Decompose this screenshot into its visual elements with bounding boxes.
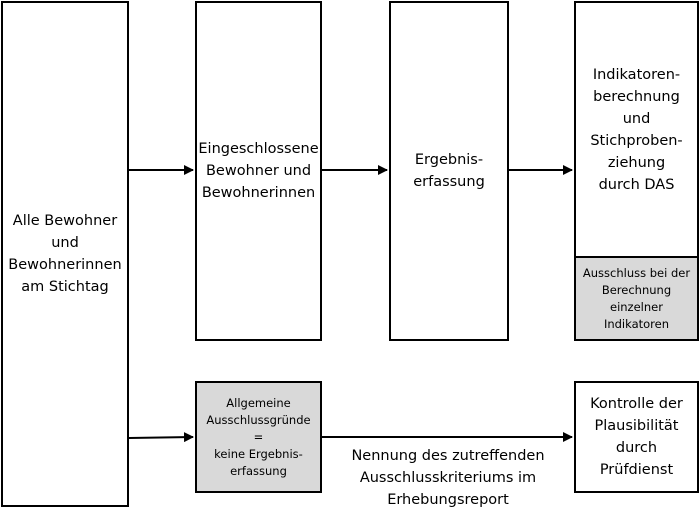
annotation-exclusion-criterion: Nennung des zutreffenden Ausschlusskrite…	[351, 448, 545, 508]
box-all-residents: Alle Bewohner und Bewohnerinnen am Stich…	[1, 1, 129, 507]
box-general-exclusion-label: Allgemeine Ausschlussgründe = keine Erge…	[206, 395, 311, 478]
box-exclusion-calculation: Ausschluss bei der Berechnung einzelner …	[574, 256, 699, 341]
box-included-residents-label: Eingeschlossene Bewohner und Bewohnerinn…	[198, 141, 319, 201]
box-indicator-calculation: Indikatoren- berechnung und Stichproben-…	[574, 1, 699, 258]
box-plausibility-check-label: Kontrolle der Plausibilität durch Prüfdi…	[590, 396, 683, 478]
box-data-collection-label: Ergebnis- erfassung	[413, 152, 485, 190]
arrow-residents-to-general-exclusion	[128, 432, 194, 443]
box-indicator-calculation-label: Indikatoren- berechnung und Stichproben-…	[590, 66, 683, 193]
box-all-residents-label: Alle Bewohner und Bewohnerinnen am Stich…	[8, 213, 122, 295]
box-plausibility-check: Kontrolle der Plausibilität durch Prüfdi…	[574, 381, 699, 493]
box-included-residents: Eingeschlossene Bewohner und Bewohnerinn…	[195, 1, 322, 341]
box-data-collection: Ergebnis- erfassung	[389, 1, 509, 341]
box-exclusion-calculation-label: Ausschluss bei der Berechnung einzelner …	[582, 265, 691, 331]
box-general-exclusion: Allgemeine Ausschlussgründe = keine Erge…	[195, 381, 322, 493]
